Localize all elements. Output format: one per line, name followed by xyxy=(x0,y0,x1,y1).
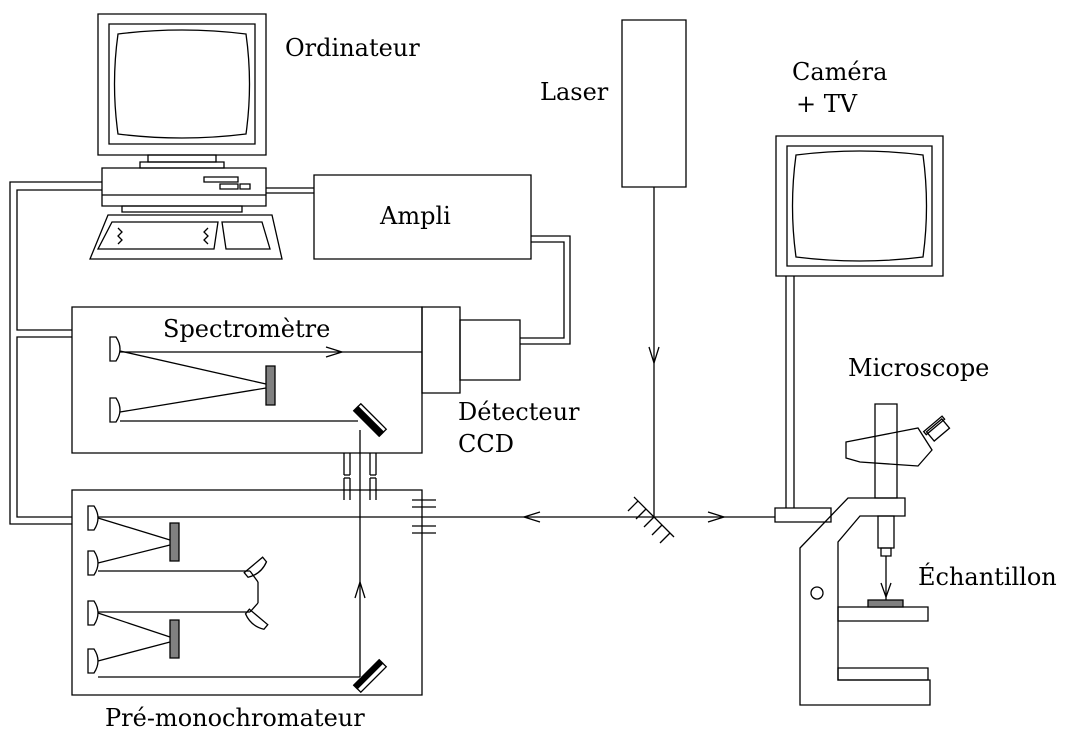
computer-base-unit xyxy=(102,168,266,206)
label-echantillon: Échantillon xyxy=(918,563,1057,591)
computer xyxy=(90,14,282,259)
label-camera: Caméra xyxy=(792,58,888,86)
beam-splitter xyxy=(628,497,674,543)
label-spectrometre: Spectromètre xyxy=(163,315,331,343)
ampli-box xyxy=(314,175,531,259)
pre-mono-grating-2 xyxy=(170,620,179,658)
spectrometer-mirror-bottom xyxy=(110,398,120,422)
label-ampli: Ampli xyxy=(380,202,451,230)
computer-keyboard xyxy=(90,215,282,259)
label-tv: + TV xyxy=(796,90,858,118)
sample xyxy=(868,600,903,607)
label-laser: Laser xyxy=(540,78,609,106)
label-detecteur: Détecteur xyxy=(458,398,580,426)
pre-mono-grating-1 xyxy=(170,523,179,561)
computer-monitor xyxy=(98,14,266,155)
pre-monochromator-box xyxy=(72,490,422,695)
laser-box xyxy=(622,20,686,187)
spectrometer-mirror-top xyxy=(110,337,120,361)
cable-computer-spectrometer xyxy=(10,182,102,524)
ccd-detector xyxy=(422,307,520,393)
spectrometer-grating xyxy=(266,366,275,405)
microscope xyxy=(775,404,951,705)
label-ccd: CCD xyxy=(458,430,514,458)
tv-monitor xyxy=(776,136,943,508)
label-pre-monochromateur: Pré-monochromateur xyxy=(105,704,365,732)
pre-monochromator xyxy=(72,490,422,695)
spectrometer xyxy=(72,307,422,453)
label-ordinateur: Ordinateur xyxy=(285,34,420,62)
slits xyxy=(344,430,436,677)
label-microscope: Microscope xyxy=(848,354,990,382)
